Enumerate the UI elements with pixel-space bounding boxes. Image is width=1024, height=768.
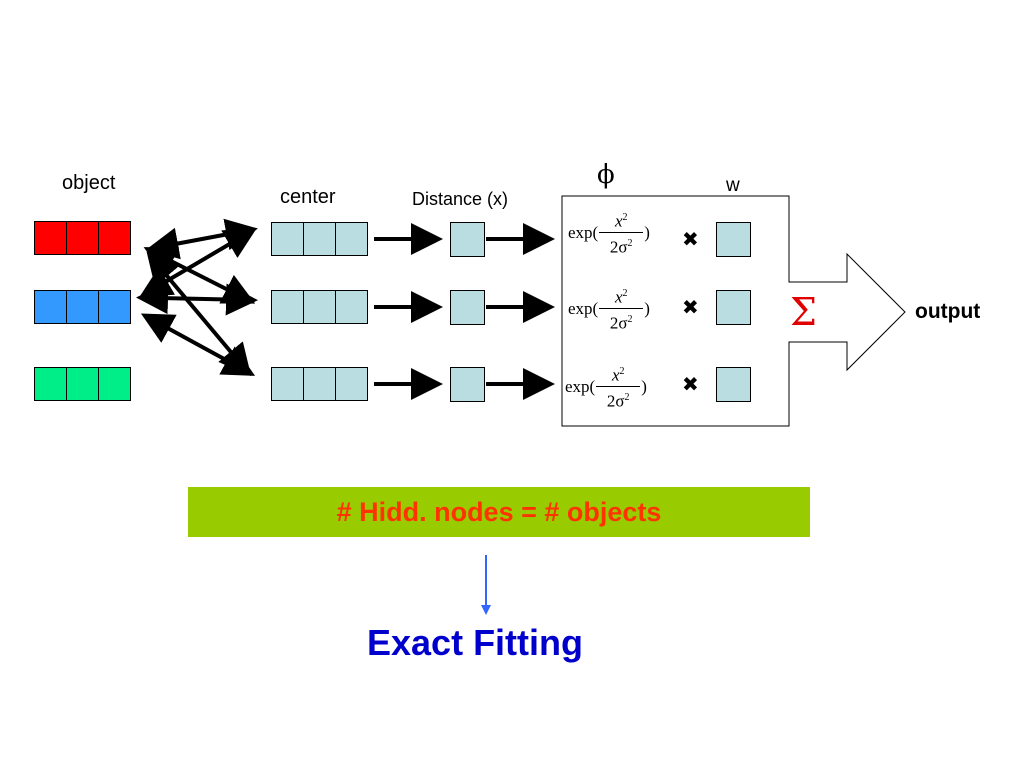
connector-arrow	[146, 251, 252, 377]
object-label: object	[62, 172, 116, 194]
distance-box	[450, 367, 485, 402]
vector-cell	[98, 290, 131, 324]
formula-numerator-exp: 2	[622, 287, 628, 299]
result-title: Exact Fitting	[367, 622, 584, 663]
sum-symbol: Σ	[790, 290, 817, 334]
object-vector-blue	[34, 290, 131, 324]
formula-denominator-exp: 2	[627, 313, 633, 325]
weight-box	[716, 367, 751, 402]
formula-suffix: )	[641, 377, 647, 396]
vector-cell	[335, 222, 368, 256]
formula-fraction: x2 2σ2	[599, 284, 644, 334]
vector-cell	[66, 367, 99, 401]
center-vector	[271, 222, 368, 256]
vector-cell	[335, 367, 368, 401]
w-label: w	[726, 175, 740, 196]
vector-cell	[66, 290, 99, 324]
formula-fraction: x2 2σ2	[599, 208, 644, 258]
vector-cell	[34, 290, 67, 324]
weight-box	[716, 290, 751, 325]
formula-prefix: exp(	[565, 377, 596, 396]
formula-numerator: x	[611, 365, 620, 385]
formula-denominator: 2σ	[609, 237, 628, 257]
formula-numerator: x	[614, 211, 623, 231]
vector-cell	[271, 367, 304, 401]
formula-suffix: )	[644, 299, 650, 318]
formula-suffix: )	[644, 223, 650, 242]
formula-prefix: exp(	[568, 223, 599, 242]
vector-cell	[303, 222, 336, 256]
center-vector	[271, 290, 368, 324]
phi-label: ϕ	[597, 160, 615, 190]
formula-fraction: x2 2σ2	[596, 362, 641, 412]
multiply-icon: ✖	[682, 295, 699, 319]
vector-cell	[98, 221, 131, 255]
vector-cell	[303, 290, 336, 324]
formula-denominator: 2σ	[606, 391, 625, 411]
vector-cell	[34, 221, 67, 255]
output-label: output	[915, 300, 981, 323]
formula-prefix: exp(	[568, 299, 599, 318]
formula-denominator: 2σ	[609, 313, 628, 333]
connector-arrow	[143, 247, 256, 304]
distance-box	[450, 290, 485, 325]
multiply-icon: ✖	[682, 372, 699, 396]
distance-label: Distance (x)	[412, 189, 509, 209]
vector-cell	[335, 290, 368, 324]
vector-cell	[271, 290, 304, 324]
hidden-nodes-banner: # Hidd. nodes = # objects	[188, 487, 810, 537]
gaussian-formula: exp( x2 2σ2 )	[568, 208, 650, 258]
multiply-icon: ✖	[682, 227, 699, 251]
formula-numerator: x	[614, 287, 623, 307]
connector-arrow	[136, 282, 258, 316]
formula-denominator-exp: 2	[624, 391, 630, 403]
vector-cell	[66, 221, 99, 255]
formula-numerator-exp: 2	[619, 365, 625, 377]
connector-arrow	[139, 227, 257, 298]
gaussian-formula: exp( x2 2σ2 )	[568, 284, 650, 334]
gaussian-formula: exp( x2 2σ2 )	[565, 362, 647, 412]
center-vector	[271, 367, 368, 401]
connector-arrow	[140, 313, 256, 376]
banner-text: # Hidd. nodes = # objects	[336, 496, 662, 527]
weight-box	[716, 222, 751, 257]
vector-cell	[34, 367, 67, 401]
center-label: center	[280, 186, 336, 208]
vector-cell	[303, 367, 336, 401]
distance-box	[450, 222, 485, 257]
object-vector-green	[34, 367, 131, 401]
formula-denominator-exp: 2	[627, 237, 633, 249]
vector-cell	[98, 367, 131, 401]
object-vector-red	[34, 221, 131, 255]
formula-numerator-exp: 2	[622, 211, 628, 223]
vector-cell	[271, 222, 304, 256]
